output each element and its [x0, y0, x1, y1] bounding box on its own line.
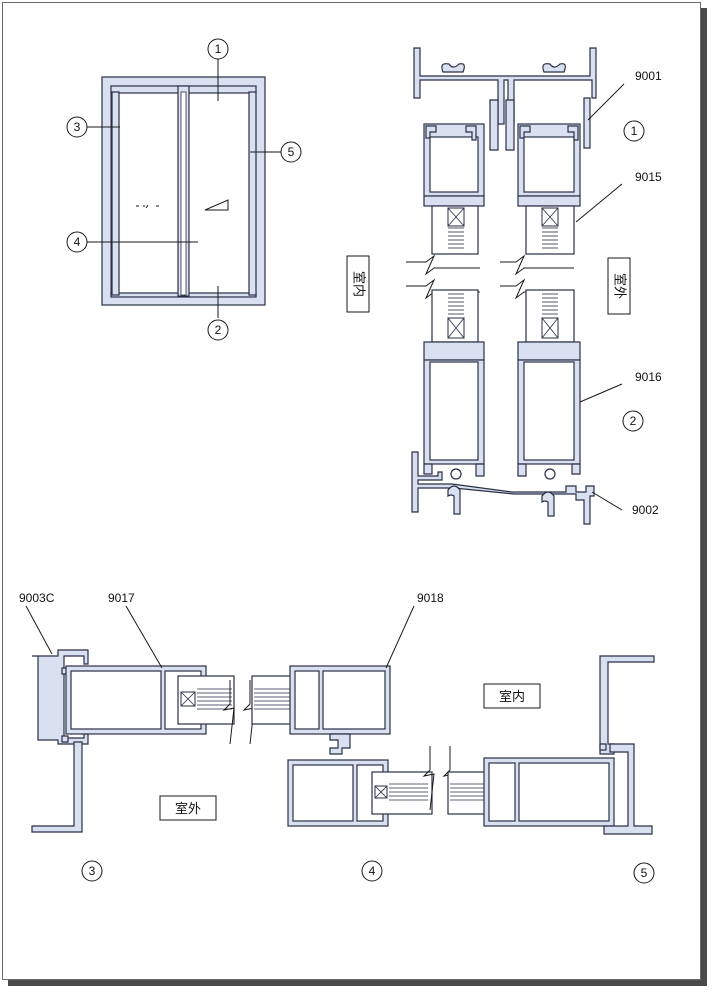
callout-3: 3 [66, 116, 88, 138]
callout-label-5: 5 [288, 145, 295, 159]
indoor-label-vertical: 室内 [346, 255, 370, 313]
profile-label-9002: 9002 [632, 503, 659, 517]
profile-label-9017: 9017 [108, 591, 135, 605]
section-marker-2: 2 [622, 410, 644, 432]
section-marker-label-1: 1 [631, 124, 638, 138]
profile-label-9016: 9016 [635, 370, 662, 384]
section-marker-label-5: 5 [641, 866, 648, 880]
callout-label-4: 4 [74, 235, 81, 249]
callout-label-2: 2 [215, 323, 222, 337]
callout-1: 1 [207, 38, 229, 60]
outdoor-label-h-text: 室外 [175, 801, 201, 817]
section-marker-5: 5 [633, 862, 655, 884]
section-marker-3: 3 [81, 860, 103, 882]
window-elevation [86, 56, 283, 318]
section-marker-1: 1 [623, 120, 645, 142]
profile-label-9003c: 9003C [19, 591, 55, 605]
outdoor-label-horizontal: 室外 [159, 795, 217, 821]
callout-2: 2 [207, 319, 229, 341]
profile-label-9015: 9015 [635, 170, 662, 184]
section-marker-4: 4 [361, 860, 383, 882]
callout-label-3: 3 [74, 120, 81, 134]
outdoor-label-vertical: 室外 [607, 257, 631, 315]
section-marker-label-2: 2 [630, 414, 637, 428]
horizontal-section [25, 605, 655, 835]
indoor-label-horizontal: 室内 [483, 683, 541, 709]
vertical-section [406, 47, 625, 525]
callout-4: 4 [66, 231, 88, 253]
profile-label-9018: 9018 [417, 591, 444, 605]
section-marker-label-4: 4 [369, 864, 376, 878]
section-marker-label-3: 3 [89, 864, 96, 878]
outdoor-label-text: 室外 [612, 273, 628, 299]
indoor-label-text: 室内 [351, 271, 367, 297]
callout-label-1: 1 [215, 42, 222, 56]
profile-label-9001: 9001 [635, 69, 662, 83]
indoor-label-h-text: 室内 [499, 689, 525, 705]
callout-5: 5 [280, 141, 302, 163]
